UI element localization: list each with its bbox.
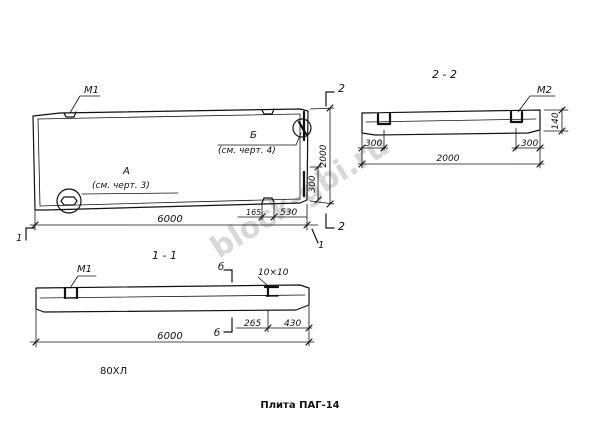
section-2-outline bbox=[361, 109, 541, 136]
note-a-ref: (см. черт. 3) bbox=[92, 181, 150, 191]
cut-1-right bbox=[311, 228, 319, 244]
plan-notch-top-left bbox=[63, 111, 77, 118]
dim-300-right-tick-b bbox=[536, 144, 544, 152]
dim-2000-section2-tick-b bbox=[536, 160, 544, 168]
leader-a bbox=[81, 192, 179, 195]
plan-notch-top-right bbox=[261, 108, 275, 115]
note-b-letter: Б bbox=[250, 130, 257, 141]
note-a-letter: А bbox=[122, 166, 130, 177]
cut-b-top-label: б bbox=[218, 261, 224, 273]
detail-b-marker bbox=[297, 120, 308, 136]
drawing-caption: Плита ПАГ-14 bbox=[260, 400, 339, 411]
dim-2000-text: 2000 bbox=[319, 144, 329, 167]
cut-1-right-label: 1 bbox=[318, 240, 324, 251]
detail-circle-a bbox=[56, 188, 82, 214]
detail-a-symbol bbox=[60, 196, 78, 206]
section-2-loop-left bbox=[376, 112, 392, 126]
section-2-inner bbox=[365, 118, 537, 123]
plan-inner-top bbox=[37, 113, 301, 120]
section-2-title: 2 - 2 bbox=[432, 68, 457, 81]
detail-circle-b bbox=[292, 118, 312, 138]
dim-2000-tick-top bbox=[326, 104, 334, 112]
section-1-m1-label: M1 bbox=[77, 264, 92, 275]
leader-10x10 bbox=[257, 276, 269, 287]
dim-265-text: 265 bbox=[244, 319, 261, 329]
cut-2-top-label: 2 bbox=[338, 82, 345, 95]
dim-6000-section1-tick-right bbox=[305, 338, 313, 346]
dim-300-right-text: 300 bbox=[521, 139, 538, 149]
dim-2000-tick-bottom bbox=[326, 200, 334, 208]
dim-300-tick-bottom bbox=[314, 196, 322, 204]
dim-530-text: 530 bbox=[280, 208, 297, 218]
section-1-1: 1 - 1 M1 б б 10×10 265 430 bbox=[29, 249, 315, 348]
dim-6000-section1-tick-left bbox=[32, 338, 40, 346]
dim-430-tick bbox=[305, 324, 313, 332]
section-1-title: 1 - 1 bbox=[152, 249, 177, 262]
section-2-loop-right bbox=[509, 110, 524, 124]
leader-b bbox=[217, 132, 302, 146]
dim-300-left-text: 300 bbox=[365, 139, 382, 149]
plan-notch-bottom-right bbox=[261, 197, 275, 204]
dim-430-text: 430 bbox=[284, 319, 301, 329]
leader-m1-section1 bbox=[69, 275, 97, 289]
dim-6000-text: 6000 bbox=[157, 214, 182, 225]
dim-6000-tick-left bbox=[31, 221, 39, 229]
plan-view: M1 Б (см. черт. 4) А (см. черт. 3) 2 2 2… bbox=[16, 82, 345, 251]
cut-1-left-label: 1 bbox=[16, 233, 22, 244]
leader-m1 bbox=[69, 95, 101, 114]
note-b-ref: (см. черт. 4) bbox=[218, 146, 276, 156]
dim-300-left-tick-b bbox=[380, 144, 388, 152]
plan-inner-bottom bbox=[39, 198, 301, 207]
dim-530-tick bbox=[270, 213, 278, 221]
dim-140-text: 140 bbox=[551, 112, 561, 129]
section-1-outline bbox=[35, 284, 310, 313]
cut-2-bottom-label: 2 bbox=[338, 220, 345, 233]
dim-300-text: 300 bbox=[308, 175, 318, 192]
dim-165-text: 165 bbox=[246, 208, 261, 217]
dim-6000-tick-right bbox=[303, 221, 311, 229]
cut-b-bottom-label: б bbox=[214, 327, 220, 339]
plan-m1-label: M1 bbox=[84, 85, 99, 96]
dim-300-left-tick-a bbox=[358, 144, 366, 152]
dim-10x10-text: 10×10 bbox=[258, 268, 289, 278]
dim-2000-section2-tick-a bbox=[358, 160, 366, 168]
plan-inner-left bbox=[37, 118, 41, 207]
dim-140-tick-bottom bbox=[558, 127, 566, 135]
dim-300-right-tick-a bbox=[512, 144, 520, 152]
dim-2000-section2-text: 2000 bbox=[437, 154, 460, 164]
dim-265-tick bbox=[264, 324, 272, 332]
plan-outline bbox=[32, 108, 309, 211]
dim-140-tick-top bbox=[558, 106, 566, 114]
section-2-2: 2 - 2 M2 140 300 300 2000 bbox=[357, 68, 569, 169]
leader-m2 bbox=[517, 95, 556, 113]
section-1-inner bbox=[39, 294, 306, 299]
dim-300-tick-top bbox=[314, 163, 322, 171]
material-note: 80ХЛ bbox=[100, 366, 127, 377]
dim-165-tick bbox=[258, 213, 266, 221]
dim-6000-section1-text: 6000 bbox=[157, 331, 182, 342]
section-2-m2-label: M2 bbox=[537, 85, 552, 96]
